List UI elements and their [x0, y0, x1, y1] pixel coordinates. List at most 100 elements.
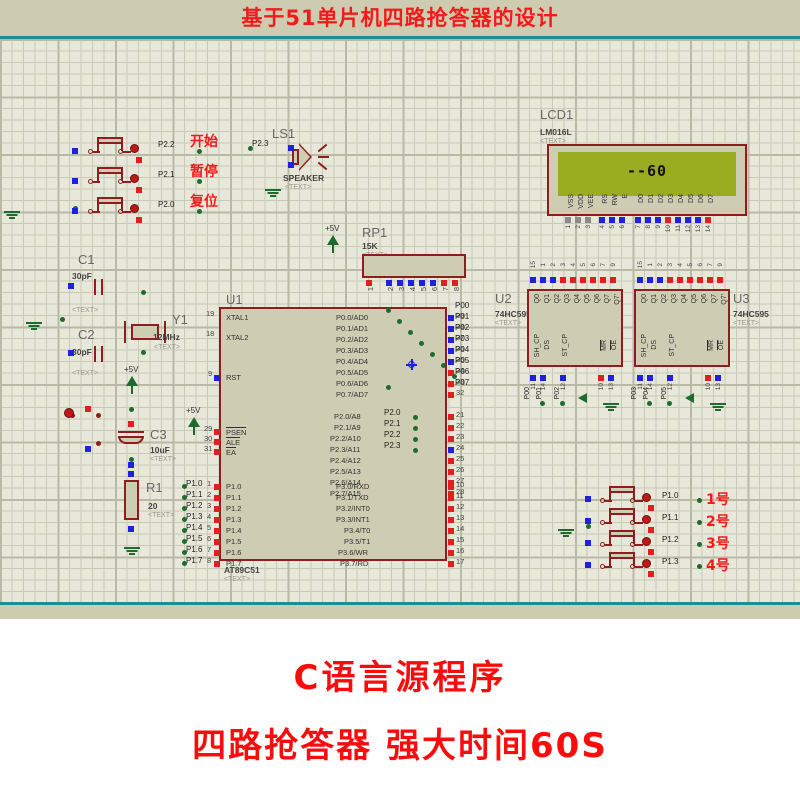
net-label: P04	[455, 345, 470, 354]
pad	[72, 208, 78, 214]
lcd-pin-num: 12	[685, 225, 692, 233]
u1-part: AT89C51	[224, 565, 260, 575]
u3-out-name: Q7	[711, 294, 718, 304]
note-player-4: 4号	[706, 558, 730, 574]
u3-in-name: MR	[707, 340, 715, 351]
lcd-screen[interactable]	[558, 152, 736, 196]
switch-post	[609, 493, 611, 500]
pad	[560, 277, 566, 283]
lcd-pin-num: 3	[585, 225, 592, 229]
c1-text-tag: <TEXT>	[72, 307, 99, 314]
pad	[705, 217, 711, 223]
u3-out-num: 9	[717, 263, 724, 267]
lcd-pin-name: D0	[638, 194, 645, 203]
lcd-pin-name: VSS	[568, 194, 575, 209]
net-label: P05	[661, 387, 668, 400]
switch-post	[633, 493, 635, 500]
pad	[448, 550, 454, 556]
lcd-ref: LCD1	[540, 107, 574, 122]
pad	[530, 277, 536, 283]
u3-body[interactable]	[634, 289, 730, 367]
pad	[685, 217, 691, 223]
junction-dot	[182, 561, 187, 566]
pad	[452, 280, 458, 286]
u1-pin-num: 21	[456, 410, 465, 419]
pad	[448, 370, 454, 376]
u1-pin-label: P0.3/AD3	[336, 346, 369, 355]
u1-pin-num: 22	[456, 421, 465, 430]
u1-pin-label: P0.2/AD2	[336, 335, 369, 344]
u1-ref: U1	[226, 292, 243, 307]
junction-dot	[386, 385, 391, 390]
u1-pin-num: 3	[207, 501, 212, 510]
pad	[647, 277, 653, 283]
junction-dot	[141, 290, 146, 295]
u1-pin-label: ALE	[226, 437, 241, 447]
switch-lead	[634, 522, 643, 524]
junction-dot	[419, 341, 424, 346]
u2-out-name: Q7'	[614, 294, 621, 305]
pad	[448, 392, 454, 398]
lcd-pin-num: 6	[619, 225, 626, 229]
pad	[707, 277, 713, 283]
ls1-part: SPEAKER	[283, 173, 325, 183]
u1-pin-label: P3.5/T1	[344, 537, 371, 546]
u1-pin-num: 4	[207, 512, 212, 521]
junction-dot	[697, 542, 702, 547]
reset-circuit[interactable]: +5V C3 10uF <TEXT> R1 20 <TEXT>	[0, 326, 800, 602]
pad	[647, 375, 653, 381]
rp1-pin-num: 5	[419, 287, 428, 292]
pad	[214, 506, 220, 512]
u1-pin-label: RST	[226, 373, 241, 382]
pad	[635, 217, 641, 223]
u1-pin-num: 13	[456, 513, 465, 522]
u1-pin-label: P0.6/AD6	[336, 379, 369, 388]
pad	[648, 571, 654, 577]
lcd-pin-num: 9	[655, 225, 662, 229]
u1-pin-label: P1.5	[226, 537, 242, 546]
pad	[68, 283, 74, 289]
switch-post	[633, 515, 635, 522]
u1-pin-label: P3.1/TXD	[336, 493, 369, 502]
pad	[448, 480, 454, 486]
pad	[448, 337, 454, 343]
schematic-canvas[interactable]: P2.2 P2.1	[0, 39, 800, 602]
pad	[540, 375, 546, 381]
u1-pin-num: 14	[456, 524, 465, 533]
net-label: P07	[455, 378, 470, 387]
pad	[448, 491, 454, 497]
junction-dot	[586, 524, 591, 529]
u1-pin-num: 24	[456, 443, 465, 452]
sound-wave	[317, 161, 328, 171]
u3-out-num: 6	[697, 263, 704, 267]
u2-out-num: 4	[570, 263, 577, 267]
control-switch-block[interactable]: P2.2 P2.1	[0, 39, 800, 223]
net-label: P01	[536, 387, 543, 400]
lcd-part: LM016L	[540, 127, 572, 137]
net-label: P00	[455, 301, 470, 310]
u1-pin-label: PSEN	[226, 427, 247, 437]
junction-dot	[248, 146, 253, 151]
u2-out-name: Q5	[584, 294, 591, 304]
contact	[96, 441, 101, 446]
pad	[590, 277, 596, 283]
u1-pin-label: P3.3/INT1	[336, 515, 370, 524]
switch-led-icon	[130, 144, 139, 153]
net-label: P1.0	[186, 479, 203, 488]
pad	[610, 277, 616, 283]
net-label: P2.3	[384, 441, 401, 450]
pad	[530, 375, 536, 381]
u3-out-name: Q4	[681, 294, 688, 304]
c2-text-tag: <TEXT>	[72, 370, 99, 377]
u1-body[interactable]	[219, 307, 447, 561]
pad	[136, 187, 142, 193]
rp1-pin-num: 4	[408, 287, 417, 292]
u1-pin-label: P2.7/A15	[330, 489, 361, 498]
rp1-body[interactable]	[362, 254, 466, 278]
u1-pin-num: 16	[456, 546, 465, 555]
speaker-block[interactable]: LS1 P2.3 SPEAKER <TEXT>	[0, 121, 800, 197]
u3-in-name: ST_CP	[669, 334, 676, 357]
u2-body[interactable]	[527, 289, 623, 367]
net-label: P02	[554, 387, 561, 400]
caption-line-2: 四路抢答器 强大时间60S	[192, 726, 608, 766]
